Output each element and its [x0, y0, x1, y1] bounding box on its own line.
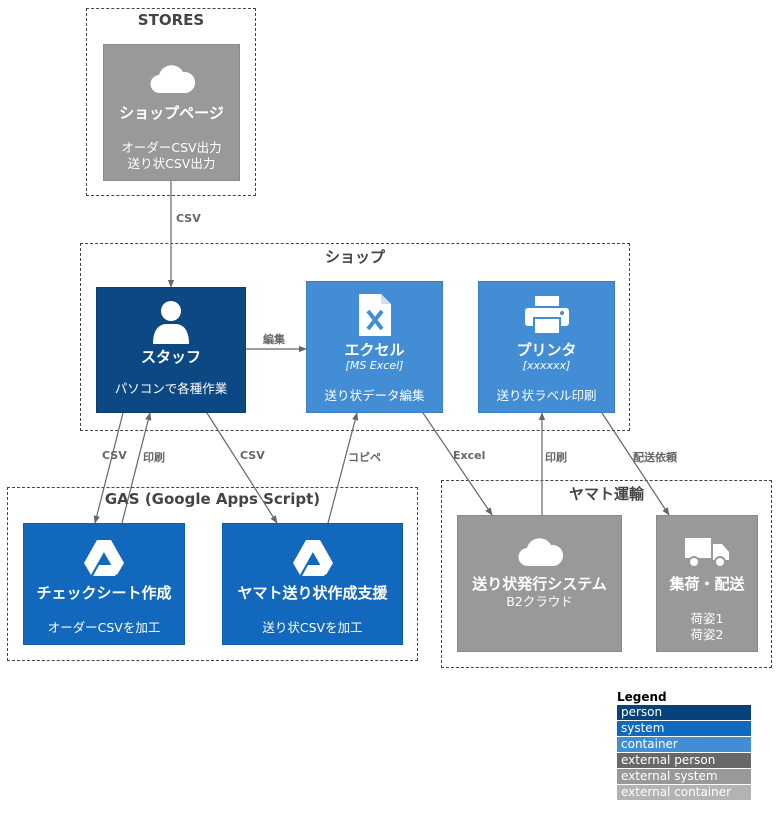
- user-icon: [97, 300, 245, 346]
- edge-checksheet-staff: [121, 412, 152, 524]
- edge-label-csv-top: CSV: [176, 212, 201, 225]
- edge-printer-pickup: [601, 412, 670, 516]
- stores-boundary-title: STORES: [137, 11, 205, 29]
- edge-label-excel: Excel: [453, 449, 486, 462]
- google-drive-icon: [24, 540, 184, 576]
- pickup-delivery-desc-1: 荷姿1: [690, 611, 724, 626]
- truck-icon: [657, 536, 757, 568]
- staff-node[interactable]: スタッフ パソコンで各種作業: [96, 287, 246, 413]
- printer-icon: [479, 296, 614, 334]
- edge-label-csv-mid: CSV: [240, 449, 265, 462]
- cloud-icon: [104, 63, 239, 95]
- edge-staff-checksheet: [93, 412, 124, 524]
- legend-item-person: person: [617, 705, 751, 720]
- legend-item-external-person: external person: [617, 753, 751, 768]
- edge-excel-invoice: [422, 412, 493, 516]
- yamato-support-name: ヤマト送り状作成支援: [237, 584, 388, 602]
- legend-item-system: system: [617, 721, 751, 736]
- printer-name: プリンタ: [516, 341, 577, 359]
- shop-page-desc-1: オーダーCSV出力: [121, 140, 222, 155]
- invoice-system-desc: B2クラウド: [506, 594, 573, 609]
- legend-title: Legend: [617, 690, 667, 704]
- pickup-delivery-node[interactable]: 集荷・配送 荷姿1 荷姿2: [656, 515, 758, 652]
- printer-node[interactable]: プリンタ [xxxxxx] 送り状ラベル印刷: [478, 281, 615, 413]
- shop-boundary-title: ショップ: [324, 248, 385, 266]
- edge-label-copy-paste: コピペ: [348, 451, 381, 464]
- shop-page-desc-2: 送り状CSV出力: [127, 156, 216, 171]
- edge-label-edit: 編集: [263, 333, 285, 346]
- shop-page-name: ショップページ: [119, 104, 224, 122]
- yamato-boundary: ヤマト運輸: [441, 480, 772, 668]
- excel-name: エクセル: [344, 341, 405, 359]
- check-sheet-desc: オーダーCSVを加工: [47, 620, 161, 635]
- legend-item-external-container: external container: [617, 785, 751, 800]
- edge-label-csv-left: CSV: [102, 449, 127, 462]
- yamato-support-desc: 送り状CSVを加工: [262, 620, 363, 635]
- edge-label-delivery-request: 配送依頼: [633, 451, 677, 464]
- yamato-support-node[interactable]: ヤマト送り状作成支援 送り状CSVを加工: [222, 523, 403, 645]
- excel-desc: 送り状データ編集: [324, 388, 425, 403]
- excel-icon: [307, 294, 442, 336]
- shop-page-node[interactable]: ショップページ オーダーCSV出力 送り状CSV出力: [103, 44, 240, 181]
- excel-node[interactable]: エクセル [MS Excel] 送り状データ編集: [306, 281, 443, 413]
- pickup-delivery-desc-2: 荷姿2: [690, 627, 724, 642]
- pickup-delivery-name: 集荷・配送: [669, 575, 745, 593]
- legend: Legend person system container external …: [617, 690, 751, 801]
- shop-boundary: ショップ: [80, 243, 630, 431]
- staff-desc: パソコンで各種作業: [114, 381, 228, 396]
- edge-staff-yamatosupport: [206, 412, 278, 524]
- gas-boundary-title: GAS (Google Apps Script): [104, 490, 321, 508]
- edge-yamatosupport-excel: [327, 412, 359, 524]
- printer-desc: 送り状ラベル印刷: [496, 388, 597, 403]
- excel-tech: [MS Excel]: [345, 359, 404, 372]
- edge-label-print-left: 印刷: [143, 451, 165, 464]
- yamato-boundary-title: ヤマト運輸: [568, 485, 644, 503]
- gas-boundary: GAS (Google Apps Script): [7, 487, 418, 661]
- invoice-system-name: 送り状発行システム: [472, 575, 607, 593]
- check-sheet-node[interactable]: チェックシート作成 オーダーCSVを加工: [23, 523, 185, 645]
- legend-item-external-system: external system: [617, 769, 751, 784]
- legend-item-container: container: [617, 737, 751, 752]
- invoice-system-node[interactable]: 送り状発行システム B2クラウド: [457, 515, 622, 652]
- printer-tech: [xxxxxx]: [522, 359, 571, 372]
- staff-name: スタッフ: [140, 348, 201, 366]
- check-sheet-name: チェックシート作成: [36, 584, 172, 602]
- google-drive-icon: [223, 540, 402, 576]
- cloud-icon: [458, 536, 621, 568]
- edge-label-print-right: 印刷: [545, 451, 567, 464]
